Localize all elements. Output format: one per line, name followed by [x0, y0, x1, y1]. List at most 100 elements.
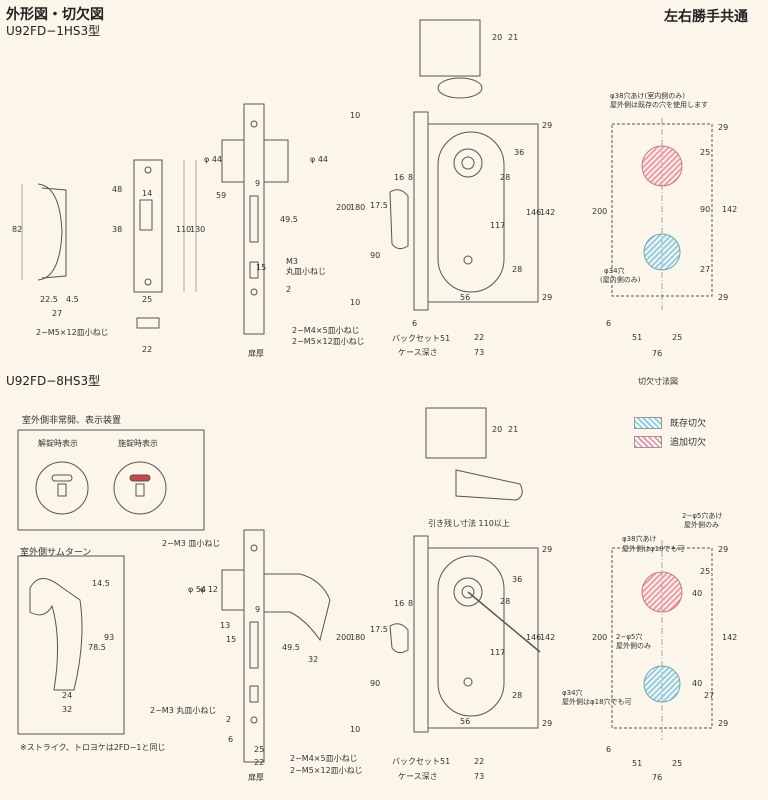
cut-dim-27-b: 27: [704, 691, 714, 700]
screw-note-f: 2−M4×5皿小ねじ: [290, 754, 358, 763]
dim-56: 56: [460, 293, 470, 302]
strike-plate: [133, 159, 163, 293]
dim-15-b: 15: [226, 635, 236, 644]
dim-59: 59: [216, 191, 226, 200]
dim-9: 9: [255, 179, 260, 188]
latch-slot: [249, 195, 259, 243]
cut-dim-25-b: 25: [672, 333, 682, 342]
hole5-note-d: 屋外側のみ: [616, 642, 651, 650]
hole38-bot-note: φ38穴あけ: [622, 535, 657, 543]
cut-dim-40-b: 40: [692, 679, 702, 688]
screw-note-d: 2−M3 皿小ねじ: [162, 539, 221, 548]
hole38-bot-note-b: 屋外側はφ18でも可: [622, 545, 685, 553]
dim-16-b: 16: [394, 599, 404, 608]
legend-added-label: 追加切欠: [670, 438, 707, 448]
hole38-top-note-b: 屋外側は既存の穴を使用します: [610, 101, 708, 109]
cut-dim-76: 76: [652, 349, 662, 358]
dim-36-b: 36: [512, 575, 522, 584]
case-faceplate: [413, 111, 429, 311]
dim-17-5: 17.5: [370, 201, 388, 210]
case-faceplate-bot: [413, 535, 429, 733]
dim-27: 27: [52, 309, 62, 318]
cut-dim-76-b: 76: [652, 773, 662, 782]
m3-note-b: 丸皿小ねじ: [286, 267, 326, 276]
dim-phi54: φ 54: [188, 585, 206, 594]
dim-200-b: 200: [336, 633, 351, 642]
escutcheon-plate-bot: [437, 555, 505, 717]
cylinder-circle-bot: [453, 577, 483, 607]
unlock-indicator-circle: [35, 461, 89, 515]
hole5-note-b: 屋外側のみ: [684, 521, 719, 529]
case-depth-label-top: ケース深さ: [398, 348, 438, 357]
dim-38: 38: [112, 225, 122, 234]
dim-22-bot: 22: [254, 758, 264, 767]
thumbturn-shape: [29, 578, 83, 691]
dim-25-bot: 25: [254, 745, 264, 754]
dim-phi44-b: φ 44: [310, 155, 328, 164]
dim-17-5-b: 17.5: [370, 625, 388, 634]
hole5-note-a: 2−φ5穴あけ: [682, 512, 723, 520]
legend-existing-swatch: [634, 417, 662, 429]
dim-8-b: 8: [408, 599, 413, 608]
cut-dim-40-a: 40: [692, 589, 702, 598]
cut-dim-29-b-b: 29: [718, 719, 728, 728]
dim-13: 13: [220, 621, 230, 630]
escutcheon-plate: [437, 131, 505, 293]
knob-dim-20: 20: [492, 33, 502, 42]
dim-24: 24: [62, 691, 72, 700]
lever-handle-side: [263, 573, 331, 642]
screw-note-e: 2−M3 丸皿小ねじ: [150, 706, 217, 715]
cut-dim-6-b: 6: [606, 745, 611, 754]
lock-knob-left: [221, 139, 245, 183]
legend-existing-label: 既存切欠: [670, 419, 707, 429]
cut-dim-6: 6: [606, 319, 611, 328]
dim-16: 16: [394, 173, 404, 182]
dim-28-a: 28: [500, 173, 510, 182]
cut-dim-90: 90: [700, 205, 710, 214]
strike-inner-shape: [41, 187, 67, 279]
cut-dim-51-b: 51: [632, 759, 642, 768]
dim-6: 6: [412, 319, 417, 328]
legend-added-swatch: [634, 436, 662, 448]
dim-90-b: 90: [370, 679, 380, 688]
dim-73-b: 73: [474, 772, 484, 781]
right-title: 左右勝手共通: [664, 9, 748, 25]
cut-dim-29-a: 29: [718, 123, 728, 132]
dim-180: 180: [350, 203, 365, 212]
dim-48: 48: [112, 185, 122, 194]
hole38-top-note: φ38穴あけ(室内側のみ): [610, 92, 685, 100]
dim-90: 90: [370, 251, 380, 260]
dim-142-b: 142: [540, 633, 555, 642]
dim-93: 93: [104, 633, 114, 642]
dim-2-b: 2: [226, 715, 231, 724]
cutout-caption: 切欠寸法図: [638, 377, 678, 386]
indicator-title: 室外側非常開、表示装置: [22, 416, 122, 426]
cut-dim-200-b: 200: [592, 633, 607, 642]
dim-32: 32: [62, 705, 72, 714]
dim-10-a: 10: [350, 111, 360, 120]
dim-200: 200: [336, 203, 351, 212]
dim-28-b: 28: [512, 265, 522, 274]
knob-dim-20-b: 20: [492, 425, 502, 434]
bolt-slot-bot: [249, 685, 259, 703]
dim-180-b: 180: [350, 633, 365, 642]
dim-14-5: 14.5: [92, 579, 110, 588]
latch-slot-bot: [249, 621, 259, 669]
dim-110: 110: [176, 225, 191, 234]
cylinder-circle: [453, 148, 483, 178]
dim-49-5: 49.5: [280, 215, 298, 224]
existing-hole-34-top: [643, 233, 681, 271]
hole5-note-c: 2−φ5穴: [616, 633, 643, 641]
dim-2: 2: [286, 285, 291, 294]
cut-dim-25: 25: [700, 148, 710, 157]
dim-4-5: 4.5: [66, 295, 79, 304]
dim-9-b: 9: [255, 605, 260, 614]
knob-top-view-bot: [425, 407, 487, 459]
dim-28-a-b: 28: [500, 597, 510, 606]
dim-117: 117: [490, 221, 505, 230]
strike-opening: [139, 199, 153, 231]
dim-6-bot: 6: [228, 735, 233, 744]
dim-29-b: 29: [542, 293, 552, 302]
